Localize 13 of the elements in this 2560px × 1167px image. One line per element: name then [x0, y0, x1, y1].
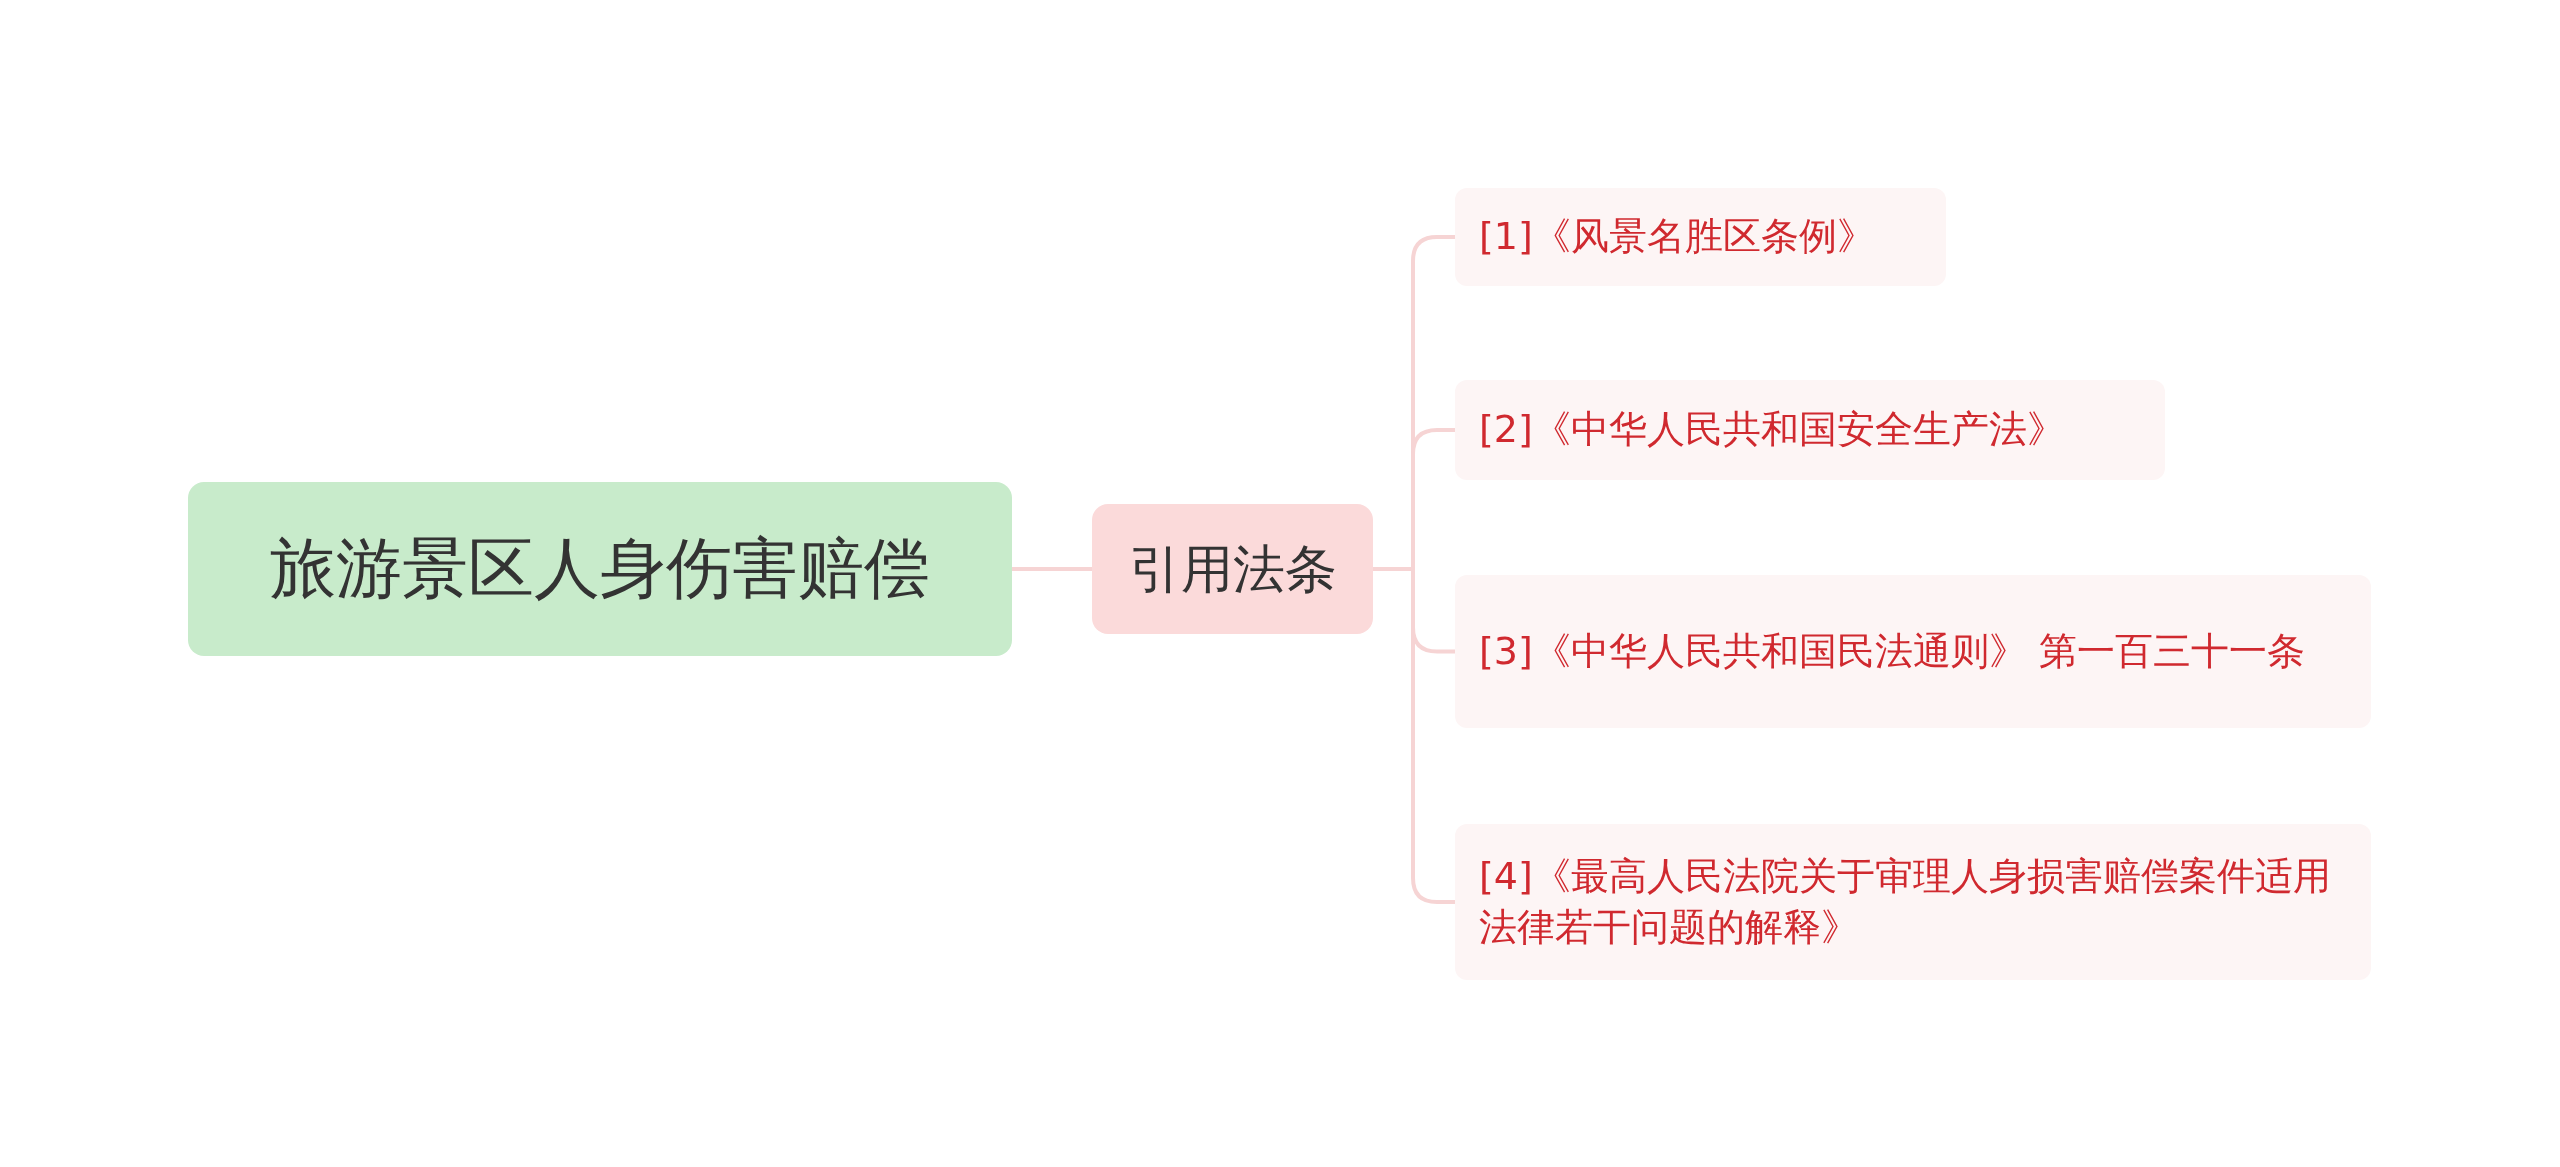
- citation-box: [1455, 575, 2371, 728]
- citation-box: [1455, 188, 1946, 286]
- connector-line: [1012, 567, 1092, 571]
- node-label: [1]《风景名胜区条例》: [1479, 213, 1875, 261]
- root-topic-box: [188, 482, 1012, 656]
- node-label: [3]《中华人民共和国民法通则》 第一百三十一条: [1479, 627, 2305, 675]
- citation-box: [1455, 824, 2371, 980]
- node-label: 旅游景区人身伤害赔偿: [270, 529, 930, 610]
- node-label: 引用法条: [1128, 537, 1337, 601]
- subtopic-box: [1092, 504, 1373, 634]
- citation-box: [1455, 380, 2165, 480]
- node-label: [2]《中华人民共和国安全生产法》: [1479, 406, 2065, 454]
- node-label: [4]《最高人民法院关于审理人身损害赔偿案件适用法律若干问题的解释》: [1479, 852, 2332, 951]
